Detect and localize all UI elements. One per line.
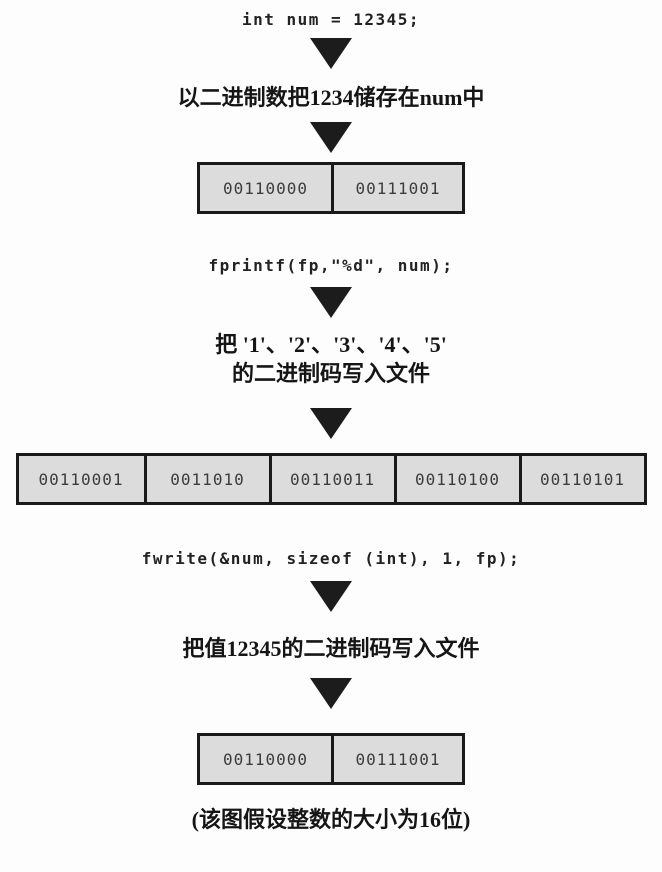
fprintf-output-bytes: 00110001 0011010 00110011 00110100 00110…	[15, 453, 647, 505]
label-fprintf-effect-line2: 的二进制码写入文件	[231, 361, 430, 386]
byte-cell: 00111001	[331, 165, 462, 211]
down-arrow-icon	[310, 38, 352, 69]
label-fwrite-effect: 把值12345的二进制码写入文件	[182, 636, 480, 661]
label-store-in-num: 以二进制数把1234储存在num中	[177, 85, 485, 110]
code-fprintf: fprintf(fp,"%d", num);	[208, 256, 454, 275]
code-declaration: int num = 12345;	[241, 10, 421, 29]
down-arrow-icon	[310, 287, 352, 318]
num-storage-bytes: 00110000 00111001	[197, 162, 465, 214]
label-fprintf-effect-line1: 把 '1'、'2'、'3'、'4'、'5'	[215, 332, 447, 357]
code-fwrite: fwrite(&num, sizeof (int), 1, fp);	[141, 549, 521, 568]
byte-cell: 00110100	[393, 456, 519, 502]
diagram-caption: (该图假设整数的大小为16位)	[191, 807, 471, 832]
down-arrow-icon	[310, 122, 352, 153]
byte-cell: 00110101	[518, 456, 644, 502]
byte-cell: 0011010	[143, 456, 269, 502]
down-arrow-icon	[310, 678, 352, 709]
byte-cell: 00111001	[331, 736, 462, 782]
down-arrow-icon	[310, 408, 352, 439]
fwrite-output-bytes: 00110000 00111001	[197, 733, 465, 785]
byte-cell: 00110000	[200, 736, 331, 782]
label-fprintf-effect: 把 '1'、'2'、'3'、'4'、'5' 的二进制码写入文件	[215, 330, 447, 388]
byte-cell: 00110001	[18, 456, 144, 502]
byte-cell: 00110011	[268, 456, 394, 502]
down-arrow-icon	[310, 581, 352, 612]
byte-cell: 00110000	[200, 165, 331, 211]
